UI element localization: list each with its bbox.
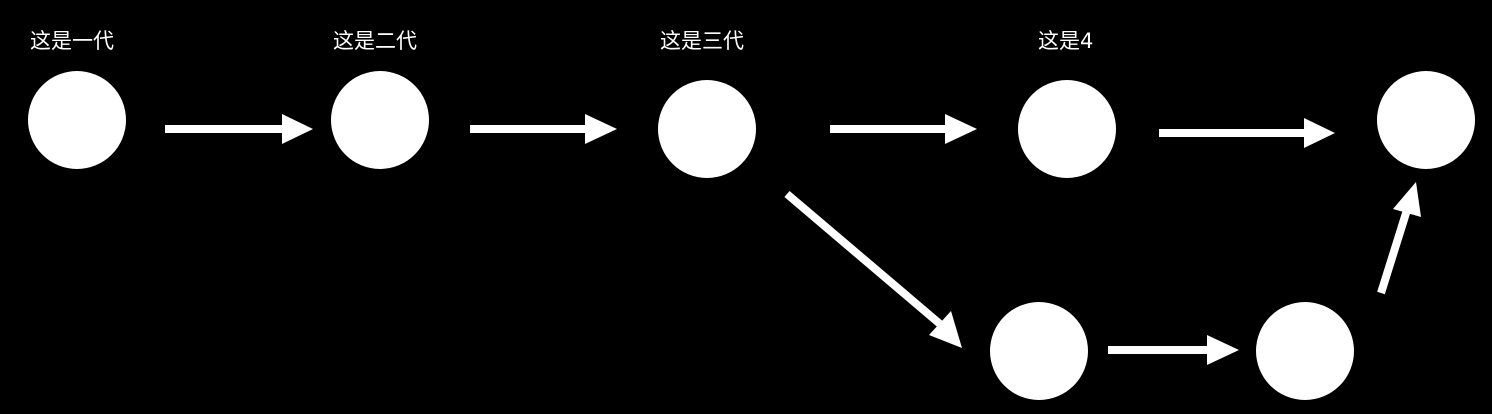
node-gen2 xyxy=(331,71,429,169)
arrow-gen4-to-end xyxy=(1159,118,1335,148)
node-gen3 xyxy=(658,80,756,178)
label-gen1: 这是一代 xyxy=(30,29,114,53)
arrow-gen2-to-gen3 xyxy=(470,114,617,144)
node-gen1 xyxy=(28,71,126,169)
node-branch-2 xyxy=(1256,302,1354,400)
arrow-branch2-to-end xyxy=(1377,182,1421,295)
label-gen4: 这是4 xyxy=(1038,29,1094,53)
label-gen2: 这是二代 xyxy=(333,29,417,53)
arrow-gen1-to-gen2 xyxy=(165,114,313,144)
arrow-gen3-to-branch1 xyxy=(784,190,962,348)
node-gen4 xyxy=(1018,80,1116,178)
label-gen3: 这是三代 xyxy=(660,29,744,53)
node-branch-1 xyxy=(990,302,1088,400)
arrow-branch1-to-branch2 xyxy=(1108,335,1239,365)
arrow-gen3-to-gen4 xyxy=(830,114,977,144)
node-end xyxy=(1377,71,1475,169)
